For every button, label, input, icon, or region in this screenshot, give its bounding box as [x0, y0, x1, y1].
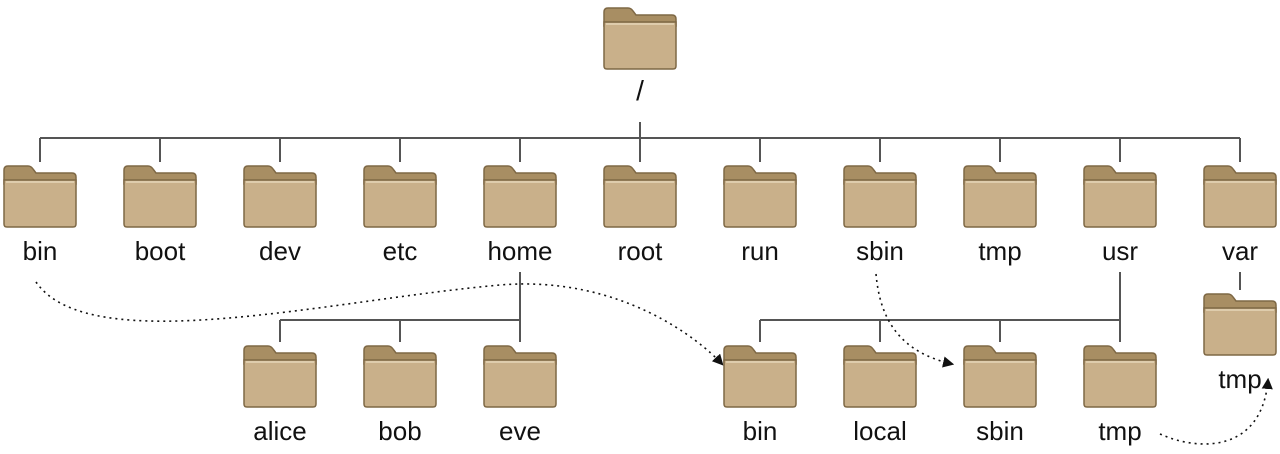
folder-icon: [1083, 345, 1157, 408]
folder-icon: [483, 165, 557, 228]
folder-icon: [843, 165, 917, 228]
dir-label: alice: [253, 416, 307, 446]
dir-label: bin: [742, 416, 778, 446]
dir-label: etc: [382, 236, 418, 266]
dir-label: bob: [378, 416, 422, 446]
dir-node-var[interactable]: var: [1195, 164, 1280, 266]
dir-label: boot: [134, 236, 186, 266]
folder-icon: [123, 165, 197, 228]
folder-icon: [1203, 293, 1277, 356]
folder-icon: [723, 165, 797, 228]
folder-icon: [603, 7, 677, 70]
folder-icon: [243, 345, 317, 408]
dir-node-bob[interactable]: bob: [355, 344, 445, 446]
root-connector: [39, 122, 1241, 162]
dir-label: tmp: [1098, 416, 1142, 446]
home-connector: [279, 272, 521, 342]
folder-icon: [363, 345, 437, 408]
folder-icon: [243, 165, 317, 228]
dir-node-usr-tmp[interactable]: tmp: [1075, 344, 1165, 446]
dir-label: eve: [499, 416, 541, 446]
dir-node-sbin[interactable]: sbin: [835, 164, 925, 266]
dir-node-tmp[interactable]: tmp: [955, 164, 1045, 266]
dir-label: var: [1221, 236, 1259, 266]
folder-icon: [1203, 165, 1277, 228]
folder-icon: [483, 345, 557, 408]
dir-node-usr[interactable]: usr: [1075, 164, 1165, 266]
dir-label: usr: [1101, 236, 1139, 266]
folder-icon: [723, 345, 797, 408]
dir-node-eve[interactable]: eve: [475, 344, 565, 446]
root-directory-node[interactable]: /: [595, 6, 685, 106]
folder-icon: [1083, 165, 1157, 228]
dir-label: sbin: [976, 416, 1024, 446]
dir-node-bin[interactable]: bin: [0, 164, 85, 266]
dir-label: sbin: [856, 236, 904, 266]
dir-label: bin: [22, 236, 58, 266]
root-label: /: [636, 75, 644, 106]
dir-node-boot[interactable]: boot: [115, 164, 205, 266]
dir-label: run: [741, 236, 779, 266]
dir-node-var-tmp[interactable]: tmp: [1195, 292, 1280, 394]
folder-icon: [963, 165, 1037, 228]
dir-node-root[interactable]: root: [595, 164, 685, 266]
folder-icon: [603, 165, 677, 228]
dir-node-usr-local[interactable]: local: [835, 344, 925, 446]
dir-node-usr-sbin[interactable]: sbin: [955, 344, 1045, 446]
symlink-arrow-sbin: [875, 273, 955, 368]
folder-icon: [963, 345, 1037, 408]
dir-node-alice[interactable]: alice: [235, 344, 325, 446]
dir-node-usr-bin[interactable]: bin: [715, 344, 805, 446]
dir-label: root: [617, 236, 663, 266]
dir-label: tmp: [978, 236, 1022, 266]
dir-node-run[interactable]: run: [715, 164, 805, 266]
dir-node-dev[interactable]: dev: [235, 164, 325, 266]
dir-label: local: [853, 416, 907, 446]
folder-icon: [363, 165, 437, 228]
dir-node-home[interactable]: home: [475, 164, 565, 266]
usr-connector: [759, 272, 1121, 342]
folder-icon: [843, 345, 917, 408]
dir-node-etc[interactable]: etc: [355, 164, 445, 266]
dir-label: home: [487, 236, 553, 266]
dir-label: tmp: [1218, 364, 1262, 394]
folder-icon: [3, 165, 77, 228]
dir-label: dev: [259, 236, 301, 266]
